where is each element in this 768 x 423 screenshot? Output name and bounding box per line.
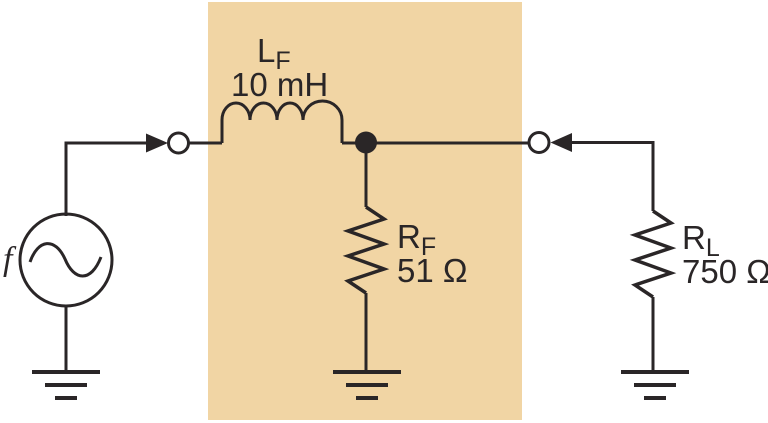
rf-value: 51 Ω bbox=[397, 252, 468, 289]
output-terminal bbox=[527, 131, 551, 154]
rf-name: R bbox=[397, 218, 421, 255]
wire-output-to-rl bbox=[571, 141, 655, 211]
inductor-name: L bbox=[257, 32, 275, 69]
resistor-rl-symbol bbox=[629, 209, 677, 299]
rf-label: RF bbox=[397, 218, 436, 261]
signal-flow-arrow-left-icon bbox=[550, 133, 572, 152]
rl-label: RL bbox=[682, 219, 720, 262]
rf-subscript: F bbox=[421, 233, 436, 261]
inductor-value: 10 mH bbox=[231, 66, 328, 103]
rl-subscript: L bbox=[706, 234, 720, 262]
source-frequency-label: f bbox=[3, 241, 17, 278]
inductor-symbol bbox=[220, 99, 344, 143]
ground-icon-rf bbox=[333, 370, 401, 400]
resistor-rf-symbol bbox=[342, 205, 390, 295]
inductor-label: LF bbox=[257, 32, 291, 75]
ground-icon-source bbox=[32, 370, 100, 400]
rl-name: R bbox=[682, 219, 706, 256]
sine-wave-icon bbox=[28, 242, 103, 278]
wire-source-to-input bbox=[64, 141, 147, 216]
rl-value: 750 Ω bbox=[682, 253, 768, 290]
inductor-subscript: F bbox=[275, 47, 290, 75]
input-terminal bbox=[167, 131, 190, 155]
signal-flow-arrow-right-icon bbox=[146, 133, 168, 153]
ground-icon-rl bbox=[621, 370, 689, 400]
